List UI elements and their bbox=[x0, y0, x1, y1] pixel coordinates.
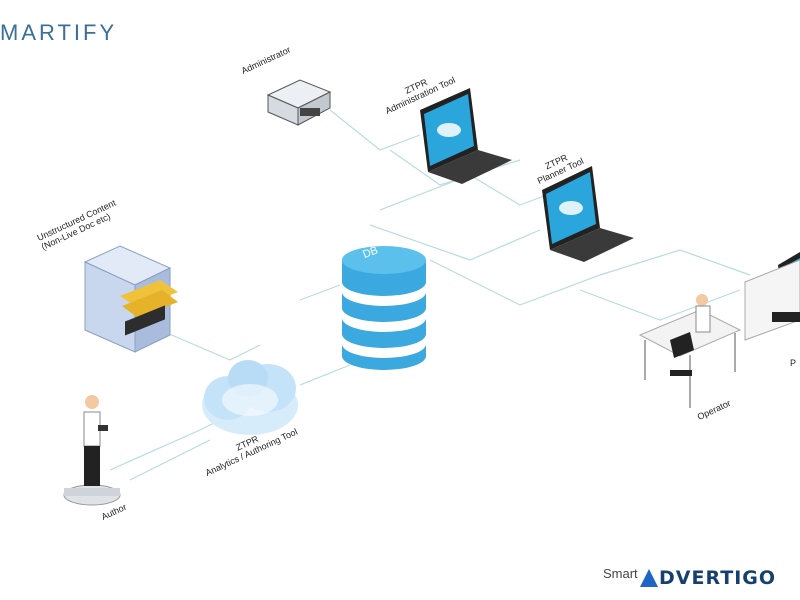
connector-cabinet-cloud bbox=[159, 329, 261, 361]
cloud-icon bbox=[202, 360, 298, 435]
connector-network-right bbox=[429, 249, 751, 306]
connector-author-cloud-2 bbox=[129, 439, 211, 481]
brand-logo: MARTIFY bbox=[0, 20, 118, 45]
advertigo-text: DVERTIGO bbox=[659, 567, 777, 589]
connector-db-to-planner bbox=[369, 224, 541, 261]
connector-cabinet-db bbox=[299, 284, 341, 301]
file-cabinet-icon bbox=[83, 245, 178, 353]
admin-laptop-icon bbox=[420, 88, 512, 184]
author-person-icon bbox=[63, 395, 121, 506]
connector-backbone-upper bbox=[379, 174, 561, 211]
advertigo-logo-icon bbox=[640, 569, 658, 587]
operator-person-icon bbox=[638, 294, 742, 408]
connector-operator bbox=[579, 289, 741, 321]
administrator-device-icon bbox=[266, 79, 332, 126]
connector-admin-to-laptop bbox=[329, 109, 421, 151]
label-planner: P bbox=[790, 358, 797, 368]
planner-desk-icon bbox=[744, 259, 800, 341]
planner-laptop-icon bbox=[542, 166, 634, 262]
connector-cloud-db bbox=[299, 364, 351, 386]
database-icon bbox=[342, 246, 426, 370]
footer-text: Smart bbox=[603, 566, 638, 581]
advertigo-badge[interactable]: DVERTIGO bbox=[640, 564, 800, 592]
